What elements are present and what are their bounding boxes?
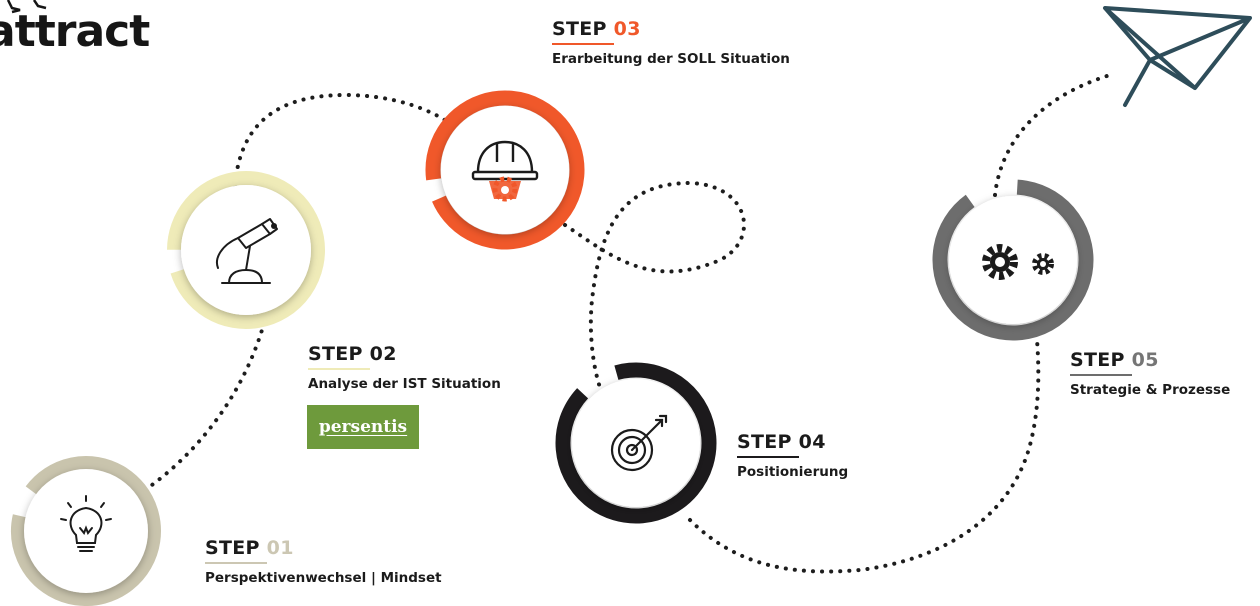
step-04-label: STEP 04 Positionierung [737, 431, 848, 480]
step-05-number: 05 [1131, 349, 1159, 371]
step-01-number: 01 [266, 537, 294, 559]
gears-icon [982, 244, 1054, 280]
step-03-number: 03 [613, 18, 641, 40]
persentis-logo-text: persentis [318, 417, 408, 437]
attract-logo: attract [0, 6, 150, 57]
helmet-gear-icon [471, 140, 539, 202]
step-01-title: STEP 01 [205, 537, 442, 559]
step-03-word: STEP [552, 18, 607, 40]
step-02-title: STEP 02 [308, 343, 501, 365]
step-03-underline [552, 43, 614, 45]
step-01-underline [205, 562, 267, 564]
step-04-description: Positionierung [737, 464, 849, 480]
step-01-description: Perspektivenwechsel | Mindset [205, 570, 442, 586]
step-03-description: Erarbeitung der SOLL Situation [552, 51, 790, 67]
step-04-underline [737, 456, 799, 458]
step-05-label: STEP 05 Strategie & Prozesse [1070, 349, 1230, 398]
logo-sparkle-icon [6, 0, 47, 14]
step-05-circle [932, 179, 1094, 341]
step-04-title: STEP 04 [737, 431, 848, 453]
microscope-icon [216, 218, 278, 284]
step-04-circle [555, 362, 717, 524]
step-02-underline [308, 368, 370, 370]
step-04-word: STEP [737, 431, 792, 453]
step-02-number: 02 [369, 343, 397, 365]
step-05-underline [1070, 374, 1132, 376]
persentis-logo[interactable]: persentis [307, 405, 419, 449]
step-05-word: STEP [1070, 349, 1125, 371]
step-02-label: STEP 02 Analyse der IST Situation [308, 343, 501, 392]
step-02-word: STEP [308, 343, 363, 365]
lightbulb-icon [60, 495, 112, 552]
target-icon [610, 414, 668, 472]
step-03-circle [425, 90, 585, 250]
step-01-label: STEP 01 Perspektivenwechsel | Mindset [205, 537, 442, 586]
step-03-label: STEP 03 Erarbeitung der SOLL Situation [552, 18, 790, 67]
step-02-circle [167, 171, 325, 329]
step-03-title: STEP 03 [552, 18, 790, 40]
paper-plane-icon [1103, 6, 1252, 107]
step-02-description: Analyse der IST Situation [308, 376, 501, 392]
step-01-circle [11, 456, 161, 606]
step-05-title: STEP 05 [1070, 349, 1230, 371]
step-01-word: STEP [205, 537, 260, 559]
step-04-number: 04 [798, 431, 826, 453]
step-05-description: Strategie & Prozesse [1070, 382, 1231, 398]
